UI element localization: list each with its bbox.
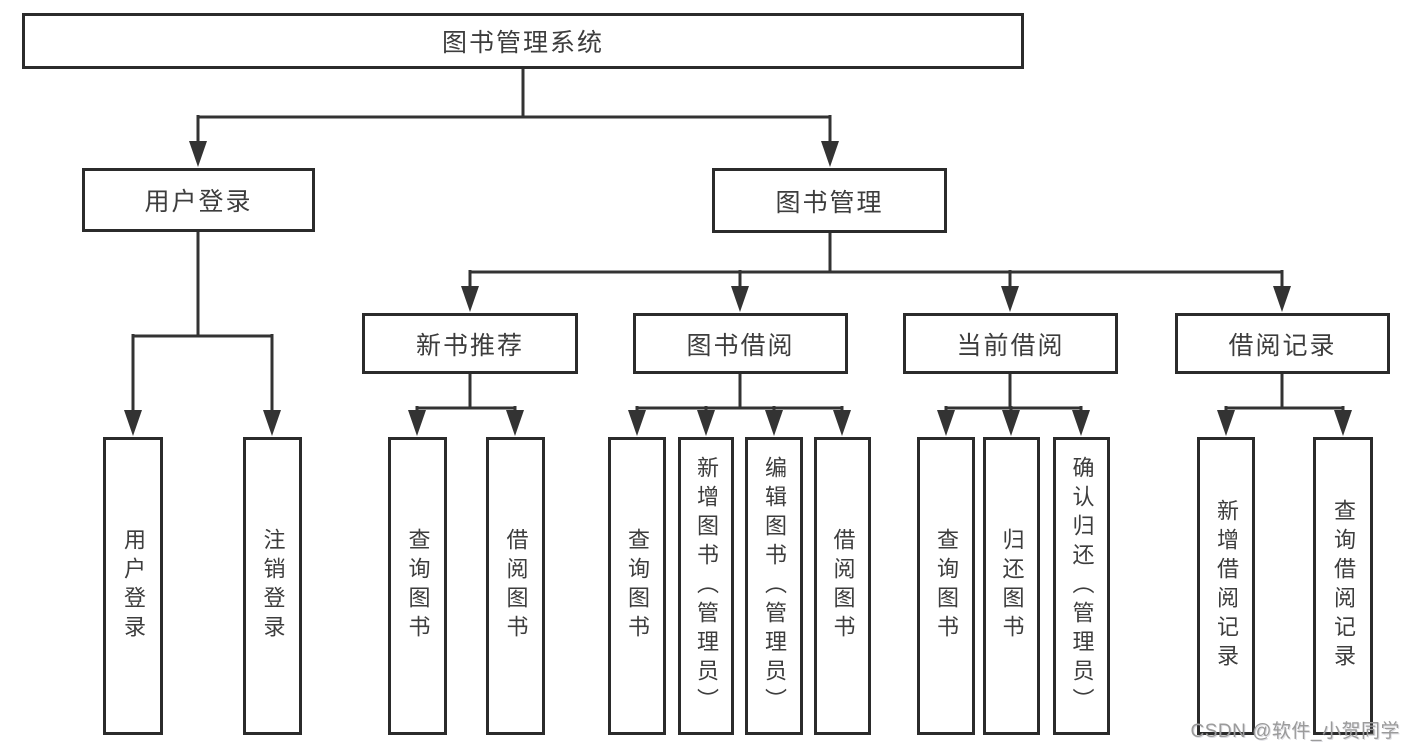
leaf-edit-books-admin: 编辑图书（管理员）	[745, 437, 803, 735]
node-label: 编辑图书（管理员）	[762, 455, 787, 717]
node-label: 图书管理系统	[441, 29, 604, 57]
node-label: 用户登录	[121, 528, 146, 644]
leaf-user-login: 用户登录	[103, 437, 163, 735]
leaf-logout: 注销登录	[243, 437, 302, 735]
leaf-add-borrow-record: 新增借阅记录	[1197, 437, 1255, 735]
leaf-query-borrow-record: 查询借阅记录	[1313, 437, 1373, 735]
leaf-borrow-books: 借阅图书	[814, 437, 871, 735]
leaf-add-books-admin: 新增图书（管理员）	[678, 437, 734, 735]
node-new-book-recommend: 新书推荐	[362, 313, 578, 374]
node-label: 借阅图书	[503, 528, 529, 644]
leaf-confirm-return-admin: 确认归还（管理员）	[1053, 437, 1110, 735]
leaf-query-books-current: 查询图书	[917, 437, 975, 735]
node-label: 查询图书	[625, 528, 650, 644]
node-user-login: 用户登录	[82, 168, 315, 232]
node-label: 归还图书	[999, 528, 1025, 644]
node-label: 图书借阅	[686, 331, 795, 360]
node-label: 查询图书	[405, 528, 431, 644]
node-label: 新增图书（管理员）	[694, 455, 719, 717]
leaf-borrow-books-recommend: 借阅图书	[486, 437, 545, 735]
node-label: 查询图书	[934, 528, 959, 644]
node-current-borrowing: 当前借阅	[903, 313, 1118, 374]
node-label: 当前借阅	[956, 331, 1065, 360]
node-label: 借阅记录	[1228, 331, 1337, 360]
node-label: 确认归还（管理员）	[1069, 455, 1095, 717]
node-book-borrowing: 图书借阅	[633, 313, 848, 374]
node-label: 新书推荐	[415, 331, 524, 360]
csdn-watermark: CSDN @软件_小贺同学	[1190, 721, 1400, 742]
leaf-query-books-borrowing: 查询图书	[608, 437, 666, 735]
node-label: 借阅图书	[830, 528, 856, 644]
node-root-library-management-system: 图书管理系统	[22, 13, 1024, 69]
node-label: 查询借阅记录	[1331, 499, 1356, 673]
node-label: 新增借阅记录	[1214, 499, 1239, 673]
node-label: 注销登录	[260, 528, 286, 644]
node-borrowing-records: 借阅记录	[1175, 313, 1390, 374]
arrowhead-icons	[124, 141, 1352, 436]
node-book-management: 图书管理	[712, 168, 947, 233]
node-label: 用户登录	[144, 188, 253, 216]
node-label: 图书管理	[775, 188, 884, 217]
leaf-return-books: 归还图书	[983, 437, 1040, 735]
leaf-query-books-recommend: 查询图书	[388, 437, 447, 735]
